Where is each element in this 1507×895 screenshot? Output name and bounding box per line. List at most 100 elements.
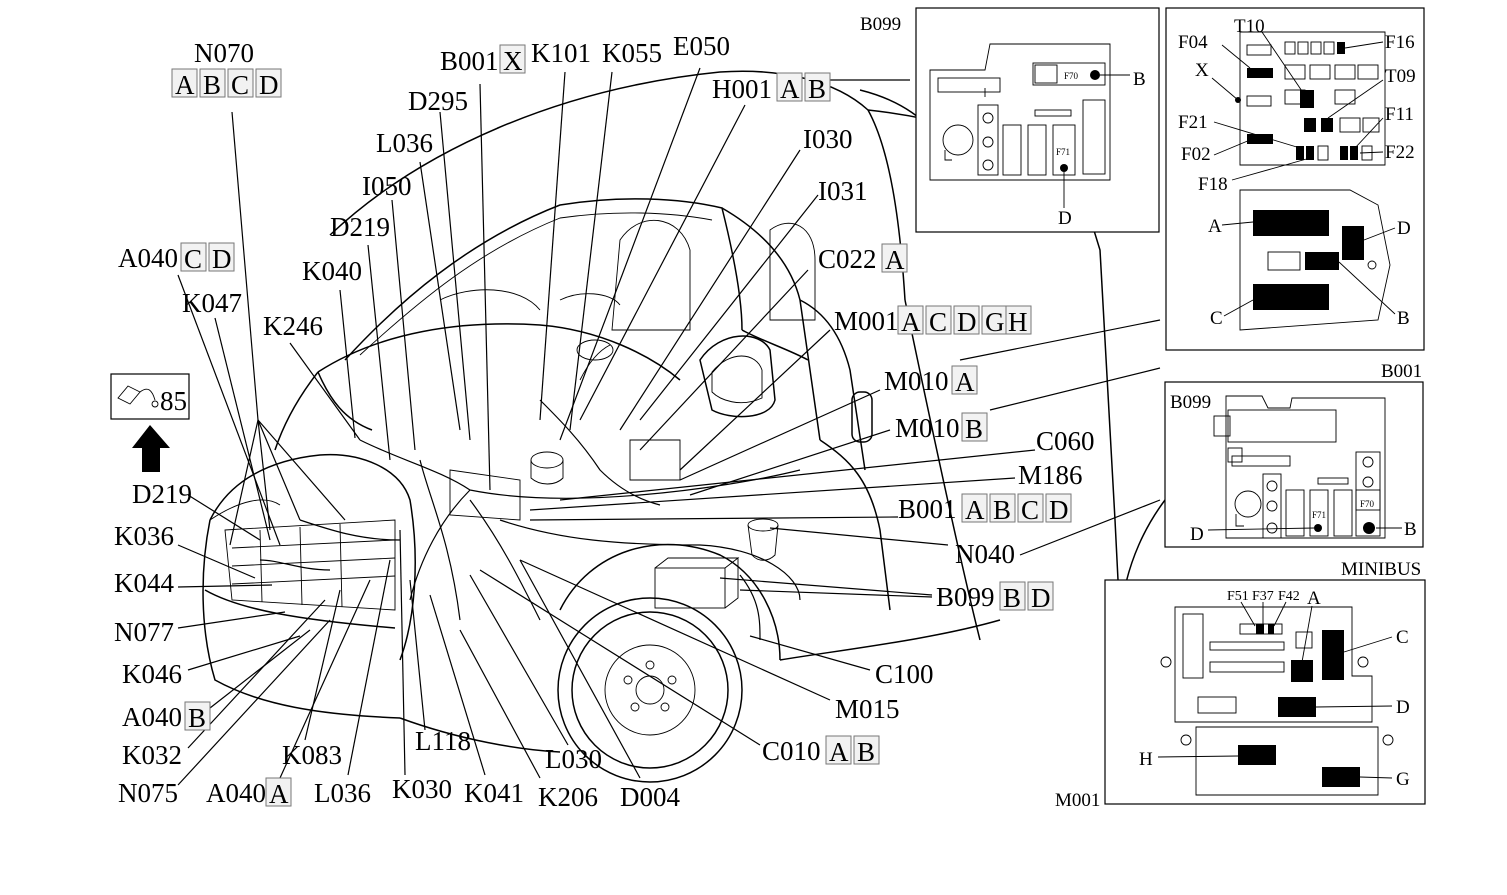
label-d219-left: D219 (132, 479, 192, 509)
label-l036-top: L036 (376, 128, 433, 158)
arrow-up-icon (132, 425, 170, 472)
label-m001: M001 (834, 306, 899, 336)
svg-text:A: A (901, 307, 921, 337)
inset-ref-number: 85 (160, 386, 187, 416)
svg-text:F21: F21 (1178, 112, 1208, 133)
svg-text:T09: T09 (1385, 66, 1416, 87)
svg-text:F18: F18 (1198, 174, 1228, 195)
svg-text:G: G (1396, 769, 1410, 790)
svg-text:G: G (985, 307, 1005, 337)
panel-b099-mid: B099 F71 F70 D B MINIBUS (1164, 381, 1424, 580)
svg-text:B: B (965, 414, 983, 444)
svg-text:D: D (1049, 495, 1069, 525)
svg-text:B: B (857, 737, 875, 767)
label-k036: K036 (114, 521, 174, 551)
label-n040: N040 (955, 539, 1015, 569)
label-b099-bd: B099 (936, 582, 995, 612)
svg-text:D: D (1190, 524, 1204, 545)
label-c100: C100 (875, 659, 934, 689)
panel-m001: F51 F37 F42 A C D H G M001 (1055, 579, 1426, 811)
svg-text:D: D (259, 70, 279, 100)
label-c060: C060 (1036, 426, 1095, 456)
label-k206: K206 (538, 782, 598, 812)
label-k044: K044 (114, 568, 174, 598)
svg-text:F70: F70 (1360, 499, 1375, 509)
label-k083: K083 (282, 740, 342, 770)
svg-text:H: H (1139, 749, 1153, 770)
label-k101: K101 (531, 38, 591, 68)
svg-text:D: D (1031, 583, 1051, 613)
panel-m001-footer: M001 (1055, 790, 1100, 811)
label-d219-top: D219 (330, 212, 390, 242)
svg-text:D: D (1396, 697, 1410, 718)
panel-b099-top-title: B099 (860, 14, 901, 35)
letters-n070: A B C D (171, 68, 282, 100)
label-b001-x: B001 (440, 46, 499, 76)
svg-text:F70: F70 (1064, 71, 1079, 81)
svg-text:D: D (212, 244, 232, 274)
svg-text:C: C (184, 244, 202, 274)
svg-text:F37: F37 (1252, 589, 1274, 604)
label-a040-a: A040 (206, 778, 266, 808)
label-c022: C022 (818, 244, 877, 274)
panel-fusebox-footer: B001 (1381, 361, 1422, 382)
panel-b099-mid-title: B099 (1170, 392, 1211, 413)
svg-text:C: C (1210, 308, 1223, 329)
label-i031: I031 (818, 176, 868, 206)
svg-text:D: D (1397, 218, 1411, 239)
svg-text:A: A (269, 779, 289, 809)
label-k246: K246 (263, 311, 323, 341)
label-d295: D295 (408, 86, 468, 116)
leader-lines (177, 67, 1161, 786)
label-n077: N077 (114, 617, 174, 647)
svg-text:A: A (829, 737, 849, 767)
svg-text:F04: F04 (1178, 32, 1208, 53)
label-i050: I050 (362, 171, 412, 201)
label-m015: M015 (835, 694, 900, 724)
label-e050: E050 (673, 31, 730, 61)
label-m010-a: M010 (884, 366, 949, 396)
svg-text:F71: F71 (1312, 510, 1326, 520)
svg-text:A: A (780, 74, 800, 104)
label-k046: K046 (122, 659, 182, 689)
letter-b001-x: X (503, 46, 523, 76)
svg-text:B: B (1404, 519, 1417, 540)
svg-text:A: A (955, 367, 975, 397)
svg-text:B: B (203, 70, 221, 100)
svg-text:F11: F11 (1385, 104, 1414, 125)
svg-text:A: A (965, 495, 985, 525)
svg-text:C: C (1021, 495, 1039, 525)
svg-text:B: B (188, 703, 206, 733)
svg-text:D: D (1058, 208, 1072, 229)
svg-text:F02: F02 (1181, 144, 1211, 165)
svg-text:C: C (231, 70, 249, 100)
label-a040-b: A040 (122, 702, 182, 732)
label-a040-cd: A040 (118, 243, 178, 273)
label-h001: H001 (712, 74, 772, 104)
svg-text:F51: F51 (1227, 589, 1249, 604)
svg-text:A: A (1208, 216, 1222, 237)
svg-text:X: X (1195, 60, 1209, 81)
svg-text:A: A (175, 70, 195, 100)
svg-text:F42: F42 (1278, 589, 1300, 604)
label-m186: M186 (1018, 460, 1083, 490)
svg-text:B: B (1003, 583, 1021, 613)
svg-text:B: B (808, 74, 826, 104)
panel-fusebox: F04 T10 F16 X T09 F21 F11 F02 F22 F18 A … (1165, 7, 1425, 382)
panel-b099-top: B099 F70 B F71 D (860, 7, 1160, 233)
svg-text:B: B (1133, 69, 1146, 90)
label-k047: K047 (182, 288, 242, 318)
svg-text:T10: T10 (1234, 16, 1265, 37)
svg-text:F22: F22 (1385, 142, 1415, 163)
label-b001-abcd: B001 (898, 494, 957, 524)
svg-text:C: C (1396, 627, 1409, 648)
label-k055: K055 (602, 38, 662, 68)
connector-inset: 85 (110, 373, 190, 472)
label-c010: C010 (762, 736, 821, 766)
svg-text:H: H (1008, 307, 1028, 337)
label-l118: L118 (415, 726, 471, 756)
label-k030: K030 (392, 774, 452, 804)
label-m010-b: M010 (895, 413, 960, 443)
